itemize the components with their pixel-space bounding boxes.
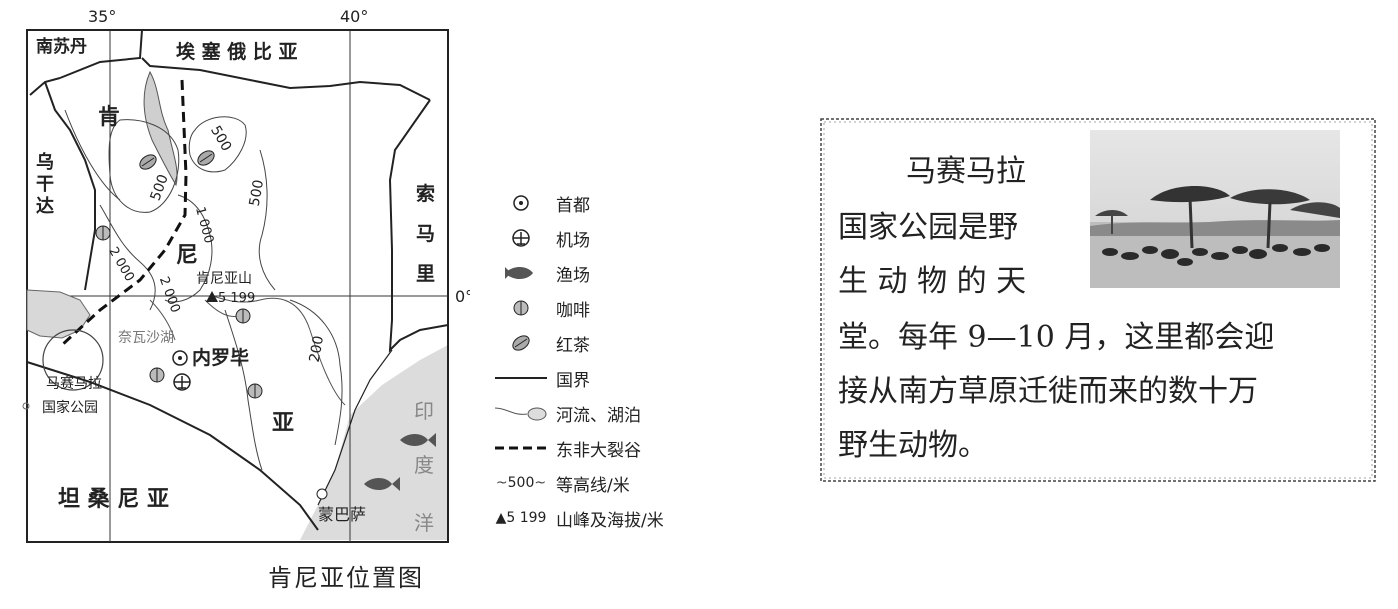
country-kenya-1: 肯 [98,105,120,130]
country-somalia-1: 索 [416,182,435,205]
lake-label: 奈瓦沙湖 [118,330,174,346]
peak-icon: ▲ [495,510,507,526]
contour-symbol: ~500~ [495,475,547,491]
tea-icon [512,335,530,351]
contour-label: 200 [307,335,327,364]
mount-kenya-label: 肯尼亚山 [196,271,252,287]
longitude-label-35: 35° [88,7,116,26]
legend-label: 国界 [556,370,590,391]
peak-icon [206,291,218,302]
capital-icon [172,350,188,366]
safari-photo [1090,130,1340,288]
contour-label: 500 [148,172,172,203]
legend-item-contour: ~500~ 等高线/米 [490,468,630,498]
legend-item-fishery: 渔场 [490,258,590,288]
country-tanzania: 坦 桑 尼 亚 [58,487,169,512]
fishery-icon [400,433,436,447]
equator-label: 0° [455,287,470,306]
contour-symbol-value: 500 [507,475,535,491]
legend-item-rift-valley: 东非大裂谷 [490,433,641,463]
ocean-label-3: 洋 [414,511,434,535]
mount-kenya-elevation: 5 199 [218,291,255,306]
park-label-1: 马赛马拉 [46,376,102,392]
textbox-line-5: 接从南方草原迁徙而来的数十万 [838,374,1258,409]
peak-symbol: ▲5 199 [490,503,552,533]
country-uganda-2: 干 [36,174,54,195]
legend-label: 山峰及海拔/米 [556,510,664,531]
legend-item-capital: 首都 [490,188,590,218]
peak-symbol-value: 5 199 [506,510,547,526]
legend-label: 机场 [556,230,590,251]
textbox-line-4: 堂。每年 9—10 月，这里都会迎 [838,320,1275,355]
rift-valley-line [60,79,188,347]
ocean-label-1: 印 [414,399,434,423]
river-lake-icon [494,407,547,421]
contour-label: 500 [207,123,234,154]
kenya-map: 35° 40° 0° 南苏丹 埃 塞 俄 比 亚 乌 干 达 索 马 里 坦 桑… [22,7,470,543]
country-uganda-3: 达 [36,195,54,217]
textbox-line-6: 野生动物。 [838,428,988,463]
rift-valley-icon [495,446,547,450]
country-south-sudan: 南苏丹 [36,36,87,57]
textbox-line-2: 国家公园是野 [838,210,1018,245]
legend-item-tea: 红茶 [490,328,590,358]
country-kenya-3: 亚 [272,411,294,436]
borders [26,29,449,531]
airport-icon [512,229,530,247]
map-frame [26,29,449,543]
fishery-icon [505,267,533,279]
fishery-icon [364,477,400,491]
country-somalia-3: 里 [416,263,435,285]
coffee-icon [513,300,529,316]
park-label-2: 国家公园 [42,399,98,416]
legend-item-coffee: 咖啡 [490,293,590,323]
legend-item-peak: ▲5 199 山峰及海拔/米 [490,503,664,533]
coffee-icon [95,225,263,399]
country-ethiopia: 埃 塞 俄 比 亚 [176,40,297,63]
border-line-icon [495,377,547,379]
savanna-image [1090,130,1340,288]
tea-icon [139,154,157,170]
tea-icon [197,150,215,166]
textbox-line-1: 马赛马拉 [906,154,1026,189]
masai-mara-circle [42,329,104,391]
legend-label: 东非大裂谷 [556,440,641,461]
mombasa-label: 蒙巴萨 [318,505,366,524]
airport-icon [173,373,191,391]
legend-label: 首都 [556,195,590,216]
country-uganda-1: 乌 [36,151,54,173]
indian-ocean-area [300,345,448,540]
legend-item-border: 国界 [490,363,590,393]
legend-label: 咖啡 [556,300,590,321]
contour-label: 2 000 [156,275,183,315]
legend-label: 河流、湖泊 [556,405,641,426]
capital-label: 内罗毕 [192,346,249,369]
info-textbox [818,116,1378,484]
capital-icon [513,195,529,211]
wavy-border [820,118,1376,482]
legend-label: 红茶 [556,335,590,356]
contour-label: 1 000 [192,205,216,245]
legend-item-river-lake: 河流、湖泊 [490,398,641,428]
textbox-line-3: 生 动 物 的 天 [838,264,1027,299]
contour-lines [64,109,343,471]
country-kenya-2: 尼 [176,243,198,268]
legend-label: 渔场 [556,265,590,286]
legend-item-airport: 机场 [490,223,590,253]
ocean-label-2: 度 [414,453,434,477]
mombasa-icon [316,488,328,500]
small-circle-icon [22,402,30,410]
contour-label: 500 [247,179,267,208]
longitude-label-40: 40° [340,7,368,26]
country-somalia-2: 马 [416,223,435,245]
map-caption: 肯尼亚位置图 [268,564,424,592]
legend-label: 等高线/米 [556,475,630,496]
